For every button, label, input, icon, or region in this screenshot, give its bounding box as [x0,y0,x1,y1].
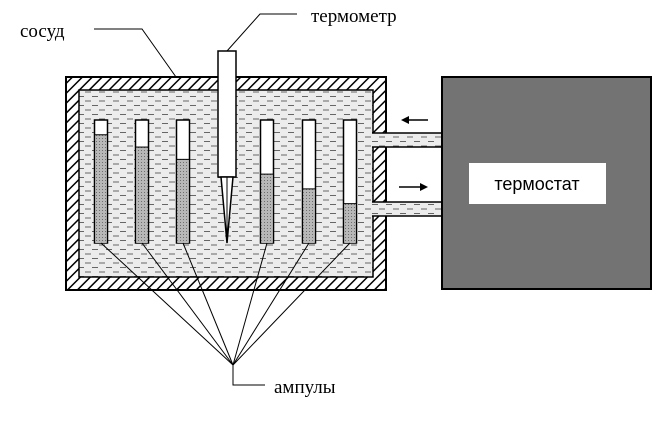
vessel-leader [94,28,177,78]
thermometer [217,13,297,244]
ampoule-leader-line [141,242,234,366]
ampoule-leader-line [232,242,351,366]
ampoule-fill [95,134,107,243]
ampoules-label: ампулы [274,377,336,398]
ampoule-2 [134,119,150,244]
arrow-left-icon [401,116,428,124]
ampoule-4 [259,119,275,244]
ampoule-leader-line [100,242,234,366]
pipe-bottom [372,202,442,216]
vessel-label: сосуд [20,21,65,42]
ampoule-leader-line [232,242,310,366]
ampoule-leader-line [232,242,268,366]
thermostat-label: термостат [494,174,579,194]
ampoule-fill [261,174,273,243]
pipe-top [372,133,442,147]
ampoule-fill [344,203,356,243]
ampoule-1 [93,119,109,244]
ampoule-6 [342,119,358,244]
ampoule-5 [301,119,317,244]
ampoule-label-leader [232,365,265,386]
thermometer-leader [226,13,297,52]
arrow-right-icon [399,183,428,191]
ampoule-leaders [100,242,351,366]
ampoule-fill [136,147,148,243]
thermostat-label-box [469,163,606,204]
thermostat: термостат [441,76,652,290]
ampoule-3 [175,119,191,244]
ampoule-fill [177,159,189,243]
ampoule-fill [303,188,315,243]
connecting-pipes [372,116,442,217]
thermometer-body [217,50,237,178]
thermometer-label: термометр [311,6,397,27]
ampoules [93,119,358,244]
ampoule-leader-line [182,242,234,366]
